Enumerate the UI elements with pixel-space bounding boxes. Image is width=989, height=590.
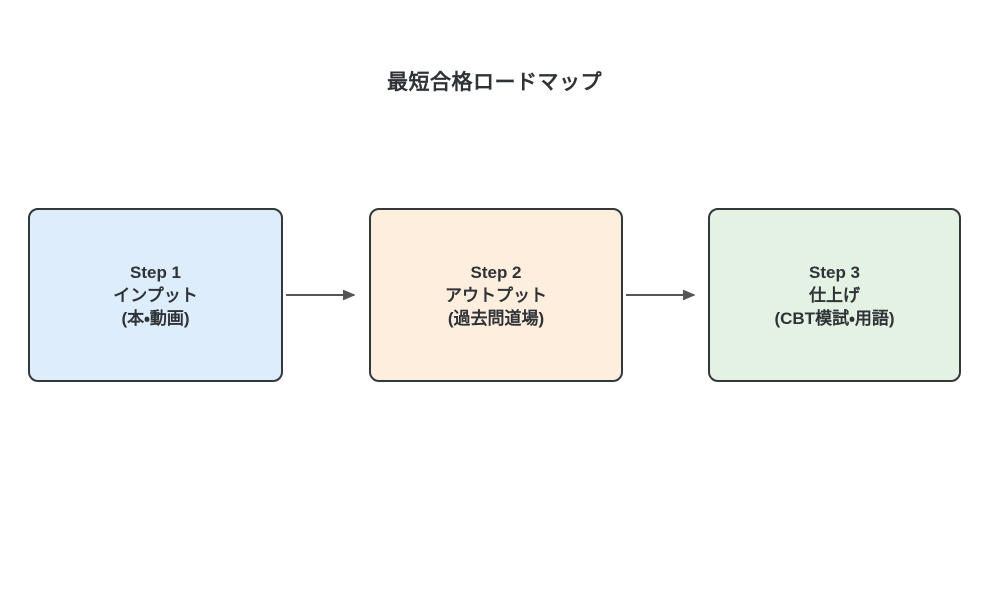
flow-node-step-3-line-3: (CBT模試・用語) — [774, 308, 895, 328]
flow-arrow-step-2-to-step-3 — [626, 289, 696, 301]
flow-node-step-1[interactable]: Step 1 インプット (本・動画) — [28, 208, 283, 382]
flow-node-step-2[interactable]: Step 2 アウトプット (過去問道場) — [369, 208, 623, 382]
flow-node-step-2-line-1: Step 2 — [470, 262, 522, 282]
page-title: 最短合格ロードマップ — [387, 71, 602, 94]
flow-node-step-1-line-2: インプット — [113, 285, 198, 305]
flow-node-step-1-line-3: (本・動画) — [121, 308, 190, 328]
flow-node-step-1-line-1: Step 1 — [129, 262, 182, 282]
flow-node-step-3-line-2: 仕上げ — [809, 285, 860, 305]
flow-node-step-2-line-3: (過去問道場) — [447, 308, 545, 328]
flow-node-step-2-line-2: アウトプット — [445, 285, 547, 305]
flow-arrow-step-1-to-step-2 — [286, 289, 356, 301]
flow-node-step-3[interactable]: Step 3 仕上げ (CBT模試・用語) — [708, 208, 961, 382]
flow-row: Step 1 インプット (本・動画) Step 2 アウトプット (過去問道場… — [0, 208, 989, 382]
flow-node-step-3-line-1: Step 3 — [808, 262, 861, 282]
